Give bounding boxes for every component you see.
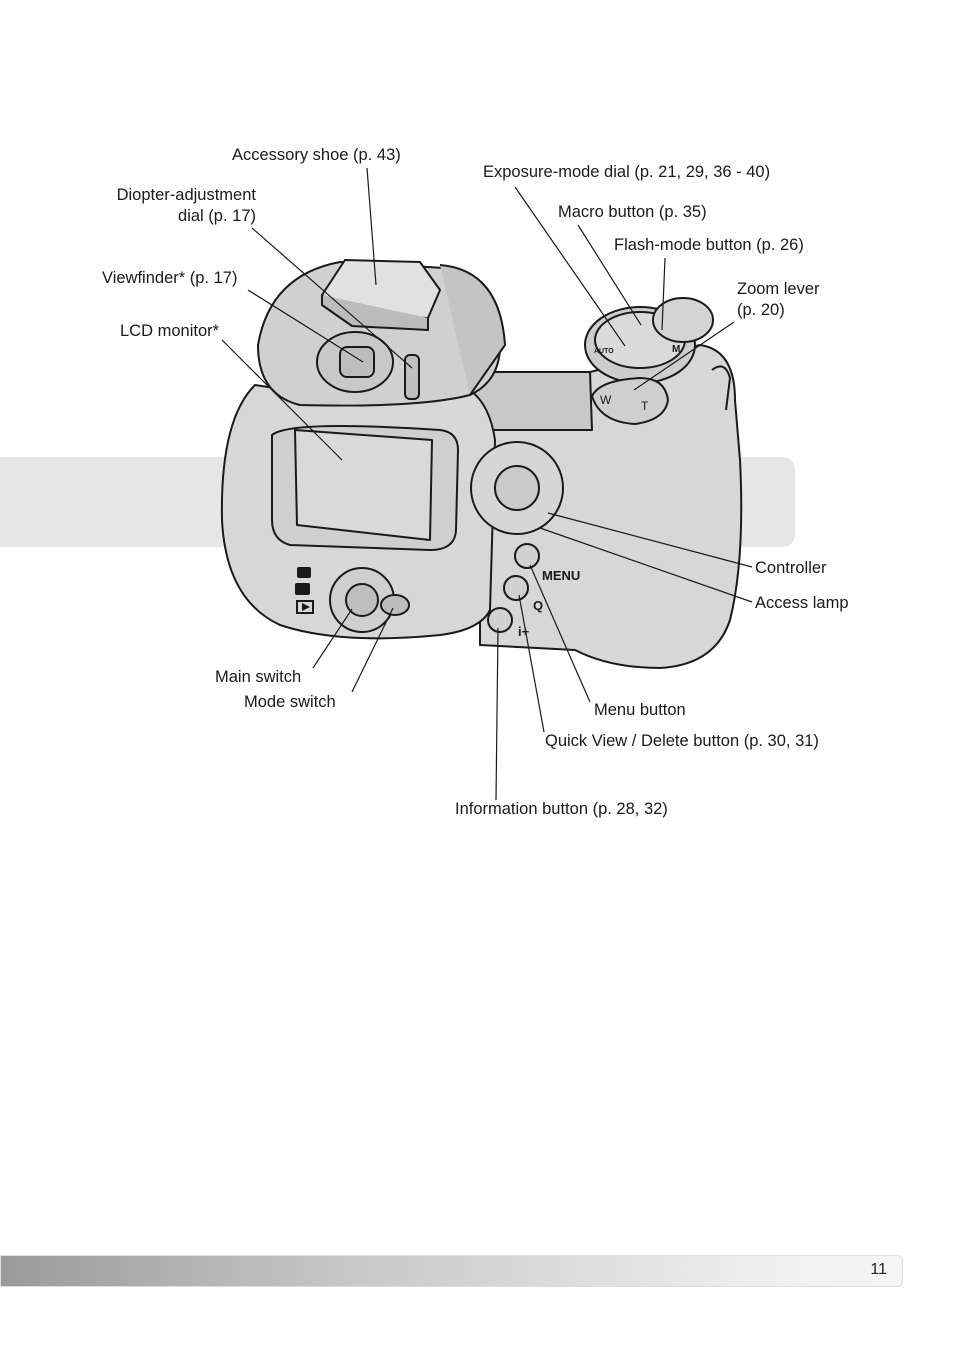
menu-button-shape <box>514 543 540 569</box>
quick-view-button-shape <box>503 575 529 601</box>
zoom-lever <box>591 377 669 425</box>
lcd-monitor-label: LCD monitor* <box>120 322 220 340</box>
eyepiece-window <box>339 346 375 378</box>
flash-mode-button-label: Flash-mode button (p. 26) <box>614 236 804 254</box>
playback-mode-icon <box>296 600 314 614</box>
information-button-label: Information button (p. 28, 32) <box>455 800 668 818</box>
viewfinder-label: Viewfinder* (p. 17) <box>102 269 238 287</box>
dial-auto-marking: AUTO <box>594 348 614 355</box>
menu-button-label: Menu button <box>594 701 686 719</box>
quick-view-delete-label: Quick View / Delete button (p. 30, 31) <box>545 732 819 750</box>
main-switch-shape <box>345 583 379 617</box>
zoom-label-line2: (p. 20) <box>737 301 785 319</box>
info-marking: i+ <box>518 624 530 639</box>
controller-center <box>494 465 540 511</box>
access-lamp-label: Access lamp <box>755 594 849 612</box>
zoom-lever-label: Zoom lever (p. 20) <box>737 279 820 321</box>
zoom-wide-marking: W <box>600 393 612 407</box>
mode-switch-tab <box>380 594 410 616</box>
quick-view-marking: Q <box>533 598 543 613</box>
page-footer: 11 <box>0 1255 903 1287</box>
exposure-mode-dial-label: Exposure-mode dial (p. 21, 29, 36 - 40) <box>483 163 771 181</box>
macro-button-label: Macro button (p. 35) <box>558 203 707 221</box>
diopter-dial <box>404 354 420 400</box>
eyecup <box>439 264 506 396</box>
info-button-shape <box>487 607 513 633</box>
leader-lines <box>221 167 753 801</box>
movie-mode-icon <box>295 583 310 595</box>
diopter-dial-label: Diopter-adjustment dial (p. 17) <box>100 185 256 227</box>
flash-dial-top <box>652 297 714 343</box>
zoom-label-line1: Zoom lever <box>737 280 820 298</box>
page-number: 11 <box>870 1261 887 1278</box>
dial-m-marking: M <box>672 344 680 355</box>
zoom-tele-marking: T <box>641 399 649 413</box>
diopter-label-line2: dial (p. 17) <box>178 207 256 225</box>
accessory-shoe-label: Accessory shoe (p. 43) <box>232 146 401 164</box>
controller-label: Controller <box>755 559 827 577</box>
menu-marking: MENU <box>542 568 580 583</box>
main-switch-label: Main switch <box>215 668 302 686</box>
lcd-screen <box>294 429 433 541</box>
mode-switch-label: Mode switch <box>244 693 336 711</box>
diopter-label-line1: Diopter-adjustment <box>116 186 256 204</box>
camera-mode-icon <box>297 567 311 578</box>
